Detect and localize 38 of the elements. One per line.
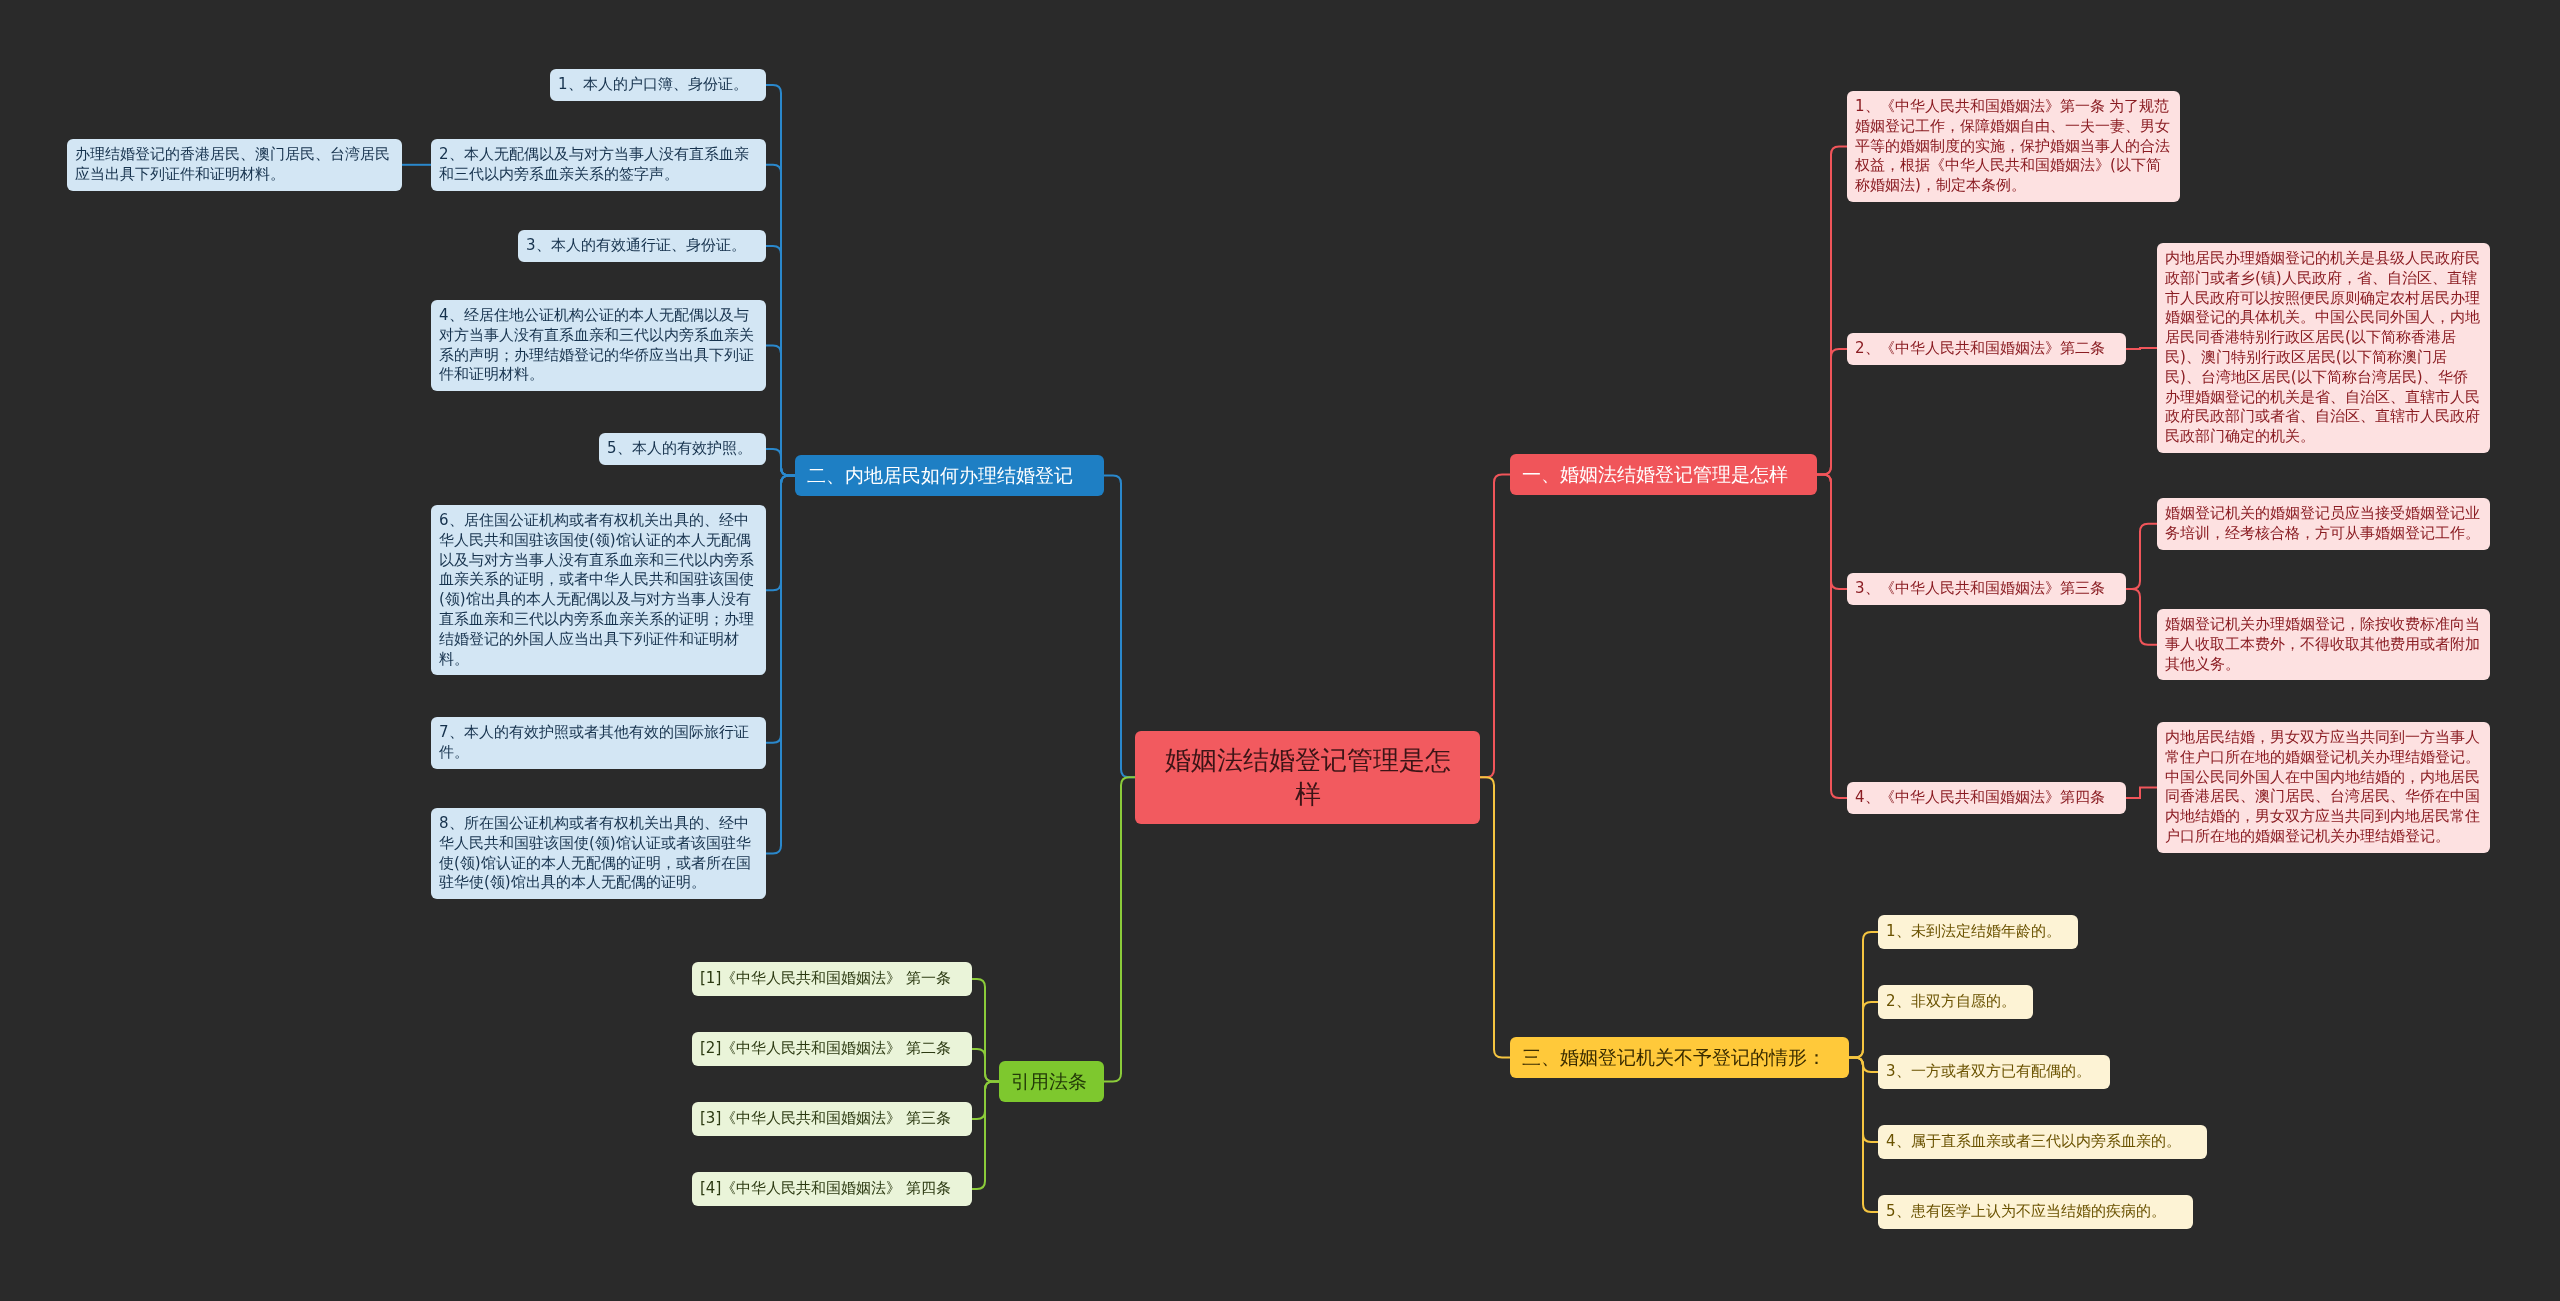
topic-box: [4]《中华人民共和国婚姻法》 第四条 <box>692 1172 972 1206</box>
topic-box: 2、非双方自愿的。 <box>1878 985 2033 1019</box>
connector-line <box>2125 587 2158 646</box>
connector-line <box>401 163 432 166</box>
topic-box: [3]《中华人民共和国婚姻法》 第三条 <box>692 1102 972 1136</box>
topic-box: 4、《中华人民共和国婚姻法》第四条 <box>1847 782 2126 814</box>
topic-box: 1、本人的户口簿、身份证。 <box>550 69 766 101</box>
central-topic: 婚姻法结婚登记管理是怎样 <box>1135 731 1480 824</box>
topic-box: 3、一方或者双方已有配偶的。 <box>1878 1055 2110 1089</box>
topic-box: 5、本人的有效护照。 <box>599 433 766 465</box>
topic-box: 3、本人的有效通行证、身份证。 <box>518 230 766 262</box>
topic-box: [2]《中华人民共和国婚姻法》 第二条 <box>692 1032 972 1066</box>
topic-box: 婚姻登记机关的婚姻登记员应当接受婚姻登记业务培训，经考核合格，方可从事婚姻登记工作。 <box>2157 498 2490 550</box>
topic-box: 内地居民办理婚姻登记的机关是县级人民政府民政部门或者乡(镇)人民政府，省、自治区、直辖市人民政府可以按照便民原则确定农村居民办理婚姻登记的具体机关。中国公民同外国人，内地居民同香港特别行政区居民(以下简称香港居民)、澳门特别行政区居民(以下简称澳门居民)、台湾地区居民(以下简称台湾居民)、华侨办理婚姻登记的机关是省、自治区、直辖市人民政府民政部门或者省、自治区、直辖市人民政府民政部门确定的机关。 <box>2157 243 2490 453</box>
topic-box: 1、未到法定结婚年龄的。 <box>1878 915 2078 949</box>
connector-line <box>2125 786 2158 799</box>
topic-box: 婚姻登记机关办理婚姻登记，除按收费标准向当事人收取工本费外，不得收取其他费用或者附加其他义务。 <box>2157 609 2490 681</box>
topic-box: 内地居民结婚，男女双方应当共同到一方当事人常住户口所在地的婚姻登记机关办理结婚登记。中国公民同外国人在中国内地结婚的，内地居民同香港居民、澳门居民、台湾居民、华侨在中国内地结婚的，男女双方应当共同到内地居民常住户口所在地的婚姻登记机关办理结婚登记。 <box>2157 722 2490 853</box>
topic-box: 6、居住国公证机构或者有权机关出具的、经中华人民共和国驻该国使(领)馆认证的本人无配偶以及与对方当事人没有直系血亲和三代以内旁系血亲关系的证明，或者中华人民共和国驻该国使(领)馆出具的本人无配偶以及与对方当事人没有直系血亲和三代以内旁系血亲关系的证明；办理结婚登记的外国人应当出具下列证件和证明材料。 <box>431 505 766 676</box>
topic-box: [1]《中华人民共和国婚姻法》 第一条 <box>692 962 972 996</box>
topic-box: 8、所在国公证机构或者有权机关出具的、经中华人民共和国驻该国使(领)馆认证或者该国驻华使(领)馆认证的本人无配偶的证明，或者所在国驻华使(领)馆出具的本人无配偶的证明。 <box>431 808 766 900</box>
topic-box: 3、《中华人民共和国婚姻法》第三条 <box>1847 573 2126 605</box>
connector-line <box>1479 776 1511 1059</box>
branch-topic: 三、婚姻登记机关不予登记的情形： <box>1510 1037 1849 1079</box>
branch-topic: 引用法条 <box>999 1061 1104 1103</box>
topic-box: 1、《中华人民共和国婚姻法》第一条 为了规范婚姻登记工作，保障婚姻自由、一夫一妻、男女平等的婚姻制度的实施，保护婚姻当事人的合法权益，根据《中华人民共和国婚姻法》(以下简称婚姻法)，制定本条例。 <box>1847 91 2180 202</box>
topic-box: 2、《中华人民共和国婚姻法》第二条 <box>1847 333 2126 365</box>
connector-line <box>1103 776 1136 1083</box>
topic-box: 5、患有医学上认为不应当结婚的疾病的。 <box>1878 1195 2193 1229</box>
topic-box: 办理结婚登记的香港居民、澳门居民、台湾居民应当出具下列证件和证明材料。 <box>67 139 402 191</box>
connector-line <box>1816 473 1848 799</box>
branch-topic: 二、内地居民如何办理结婚登记 <box>795 455 1104 497</box>
topic-box: 7、本人的有效护照或者其他有效的国际旅行证件。 <box>431 717 766 769</box>
topic-box: 4、经居住地公证机构公证的本人无配偶以及与对方当事人没有直系血亲和三代以内旁系血亲关系的声明；办理结婚登记的华侨应当出具下列证件和证明材料。 <box>431 300 766 392</box>
branch-topic: 一、婚姻法结婚登记管理是怎样 <box>1510 454 1817 496</box>
topic-box: 2、本人无配偶以及与对方当事人没有直系血亲和三代以内旁系血亲关系的签字声。 <box>431 139 766 191</box>
connector-line <box>2125 347 2158 350</box>
topic-box: 4、属于直系血亲或者三代以内旁系血亲的。 <box>1878 1125 2207 1159</box>
